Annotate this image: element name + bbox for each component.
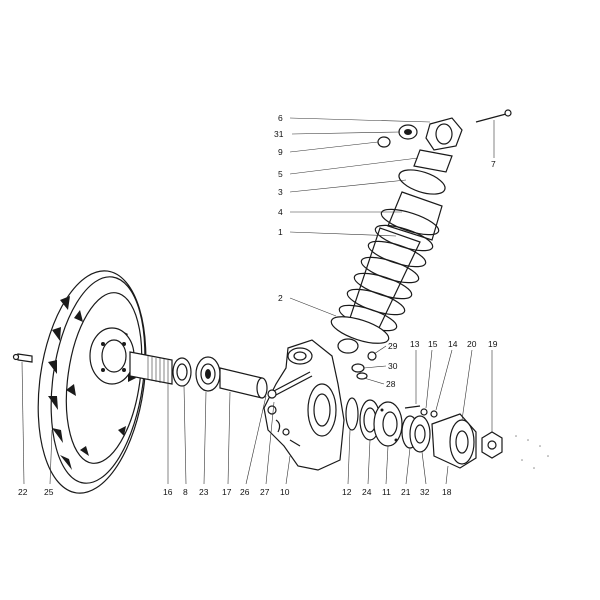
stub-axle — [129, 351, 173, 385]
callout-9: 9 — [278, 147, 283, 157]
drive-flange — [373, 401, 403, 447]
callout-23: 23 — [199, 487, 209, 497]
callout-20: 20 — [467, 339, 477, 349]
callout-labels: 6 31 9 5 3 4 1 7 2 29 30 28 13 15 14 20 … — [18, 113, 498, 497]
callout-17: 17 — [222, 487, 232, 497]
callout-15: 15 — [428, 339, 438, 349]
callout-27: 27 — [260, 487, 270, 497]
hub-nut — [481, 431, 503, 459]
callout-13: 13 — [410, 339, 420, 349]
callout-25: 25 — [44, 487, 54, 497]
callout-31: 31 — [274, 129, 284, 139]
seal-rings — [345, 397, 381, 441]
callout-3: 3 — [278, 187, 283, 197]
callout-8: 8 — [183, 487, 188, 497]
callout-26: 26 — [240, 487, 250, 497]
callout-18: 18 — [442, 487, 452, 497]
callout-4: 4 — [278, 207, 283, 217]
background-specks — [515, 435, 549, 469]
callout-22: 22 — [18, 487, 28, 497]
callout-24: 24 — [362, 487, 372, 497]
shock-mount-bolt — [475, 109, 512, 123]
callout-30: 30 — [388, 361, 398, 371]
hub-carrier — [263, 339, 345, 471]
callout-32: 32 — [420, 487, 430, 497]
outer-bearing — [195, 356, 221, 392]
wheel-hub — [431, 413, 477, 469]
callout-21: 21 — [401, 487, 411, 497]
callout-1: 1 — [278, 227, 283, 237]
callout-28: 28 — [386, 379, 396, 389]
callout-7: 7 — [491, 159, 496, 169]
callout-19: 19 — [488, 339, 498, 349]
callout-10: 10 — [280, 487, 290, 497]
callout-12: 12 — [342, 487, 352, 497]
upright-bolt — [267, 371, 313, 399]
spacer-tube — [219, 367, 268, 399]
inner-bearing — [172, 357, 192, 387]
wheel-studs — [404, 405, 438, 418]
wheel-stud — [12, 353, 33, 363]
callout-2: 2 — [278, 293, 283, 303]
callout-6: 6 — [278, 113, 283, 123]
leader-lines — [21, 117, 495, 485]
callout-29: 29 — [388, 341, 398, 351]
callout-11: 11 — [382, 487, 391, 497]
callout-5: 5 — [278, 169, 283, 179]
shock-absorber — [330, 117, 463, 380]
brake-disc — [37, 270, 147, 494]
callout-14: 14 — [448, 339, 458, 349]
callout-16: 16 — [163, 487, 173, 497]
hub-bearing — [401, 415, 431, 453]
